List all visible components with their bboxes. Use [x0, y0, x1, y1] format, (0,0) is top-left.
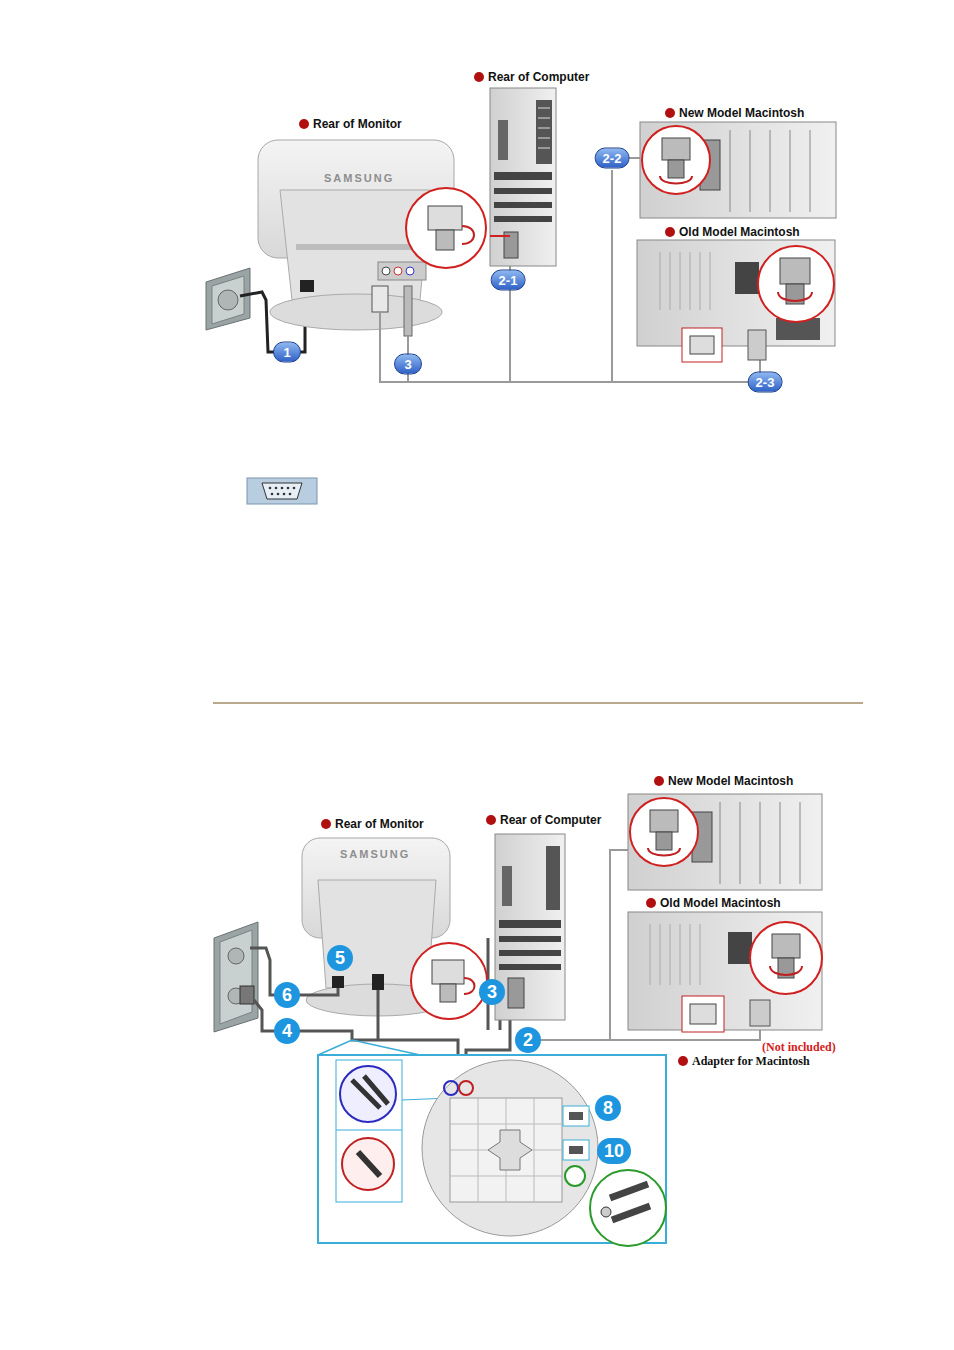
section-heading: Rear of Computer — [500, 813, 601, 827]
callout-number: 4 — [274, 1018, 300, 1044]
callout-number: 3 — [394, 354, 422, 375]
note-text: (Not included) — [762, 1040, 836, 1055]
callout-number: 2 — [515, 1027, 541, 1053]
caption-label: Adapter for Macintosh — [692, 1054, 810, 1069]
section-heading: New Model Macintosh — [679, 106, 804, 120]
section-heading: Rear of Monitor — [335, 817, 424, 831]
callout-number: 3 — [479, 979, 505, 1005]
callout-number: 10 — [597, 1138, 631, 1164]
callout-number: 1 — [273, 342, 301, 363]
section-heading: Rear of Monitor — [313, 117, 402, 131]
section-heading: Old Model Macintosh — [679, 225, 800, 239]
brand-mark: SAMSUNG — [340, 848, 410, 860]
callout-number: 5 — [327, 945, 353, 971]
callout-number: 2-3 — [748, 372, 783, 393]
callout-number: 8 — [595, 1095, 621, 1121]
callout-number: 2-1 — [491, 270, 526, 291]
brand-mark: SAMSUNG — [324, 172, 394, 184]
callout-number: 6 — [274, 982, 300, 1008]
section-heading: Rear of Computer — [488, 70, 589, 84]
section-heading: Old Model Macintosh — [660, 896, 781, 910]
callout-number: 2-2 — [595, 148, 630, 169]
section-heading: New Model Macintosh — [668, 774, 793, 788]
